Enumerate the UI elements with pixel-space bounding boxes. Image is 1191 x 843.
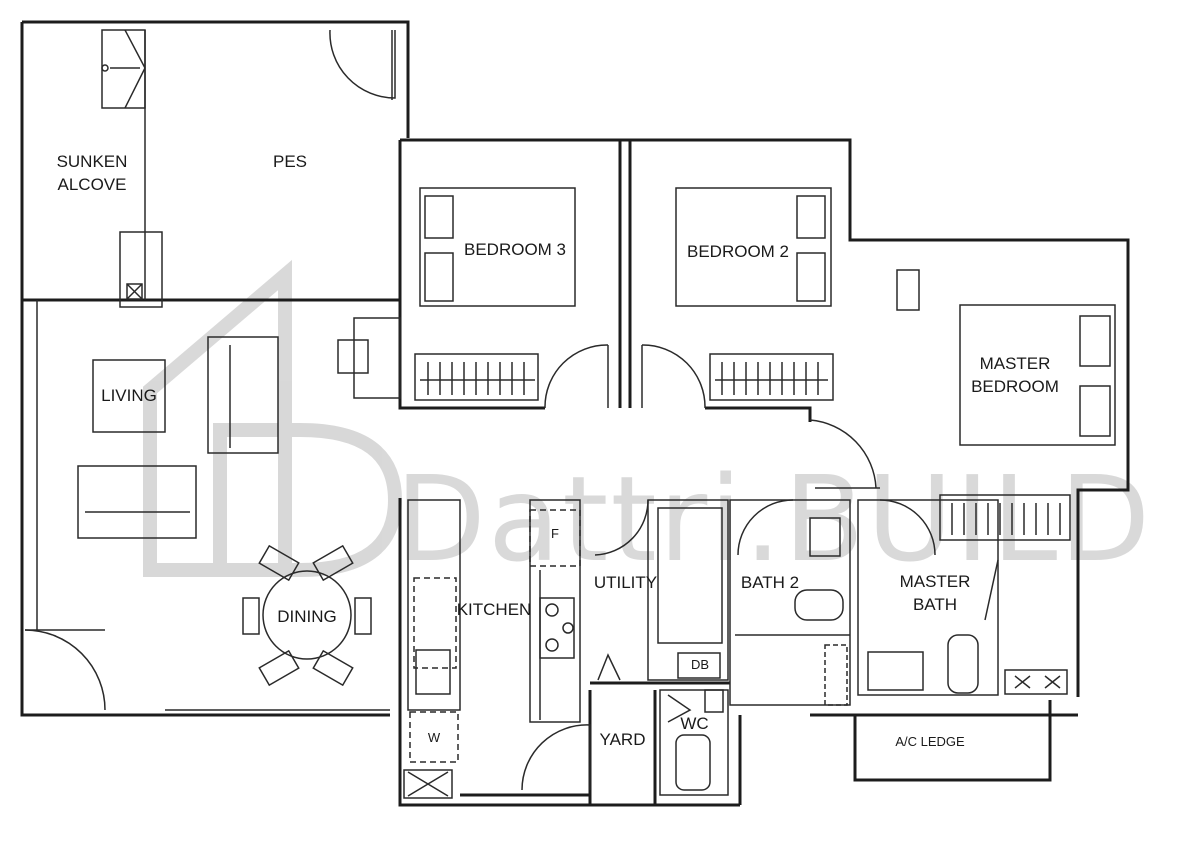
wc-label: WC bbox=[680, 714, 709, 733]
dining-label: DINING bbox=[277, 607, 337, 626]
ac-ledge-label: A/C LEDGE bbox=[895, 734, 965, 749]
bedroom3-label: BEDROOM 3 bbox=[463, 240, 567, 259]
outer-wall-left bbox=[20, 22, 390, 717]
kitchen-label: KITCHEN bbox=[456, 600, 532, 619]
yard-label: YARD bbox=[599, 730, 646, 749]
pes-label: PES bbox=[272, 152, 308, 171]
wall-bedrooms-top bbox=[400, 138, 1130, 697]
bath2-label: BATH 2 bbox=[740, 573, 800, 592]
master-bath-label: MASTER BATH bbox=[899, 572, 971, 614]
bedroom2-label: BEDROOM 2 bbox=[686, 242, 790, 261]
fridge-label: F bbox=[551, 526, 559, 541]
washer-label: W bbox=[427, 730, 441, 745]
sunken-alcove-label: SUNKEN ALCOVE bbox=[56, 152, 128, 194]
watermark-logo bbox=[143, 259, 403, 577]
utility-label: UTILITY bbox=[593, 573, 658, 592]
living-label: LIVING bbox=[101, 386, 157, 405]
outer-wall-pes bbox=[22, 20, 410, 138]
master-bedroom-label: MASTER BEDROOM bbox=[971, 354, 1059, 396]
db-label: DB bbox=[690, 657, 710, 672]
